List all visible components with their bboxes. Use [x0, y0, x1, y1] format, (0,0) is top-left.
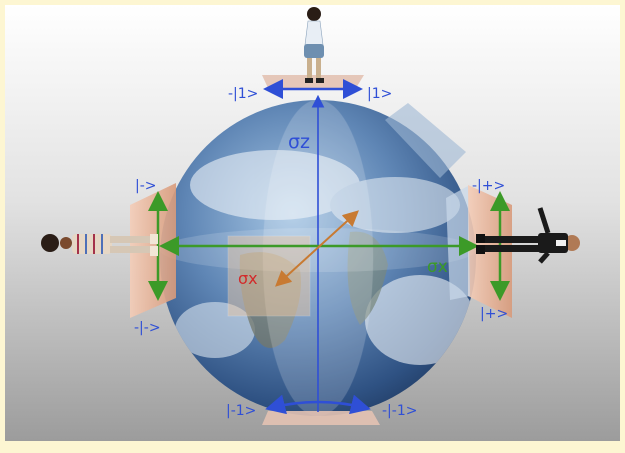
- label-right-bottom-state: |+>: [480, 306, 508, 322]
- label-sigma-x: σx: [427, 257, 448, 277]
- label-bottom-left-state: |-1>: [226, 403, 256, 419]
- label-right-top-state: -|+>: [472, 178, 505, 194]
- label-bottom-right-state: -|-1>: [382, 403, 417, 419]
- right-inner-plate: [446, 186, 470, 300]
- bottom-plate: [262, 411, 380, 425]
- diagonal-plate: [385, 103, 466, 178]
- right-figure: [476, 207, 580, 264]
- label-sigma-x-red: σx: [238, 269, 258, 288]
- label-left-top-state: |->: [135, 178, 157, 194]
- label-left-bottom-state: -|->: [134, 320, 161, 336]
- bottom-flip-arrow: [265, 394, 371, 415]
- left-figure: [41, 234, 158, 256]
- label-top-left-state: -|1>: [228, 86, 258, 102]
- label-top-right-state: |1>: [367, 86, 392, 102]
- top-figure: [304, 7, 324, 83]
- state-vector-arrow: [275, 210, 359, 287]
- label-sigma-z: σz: [288, 131, 310, 153]
